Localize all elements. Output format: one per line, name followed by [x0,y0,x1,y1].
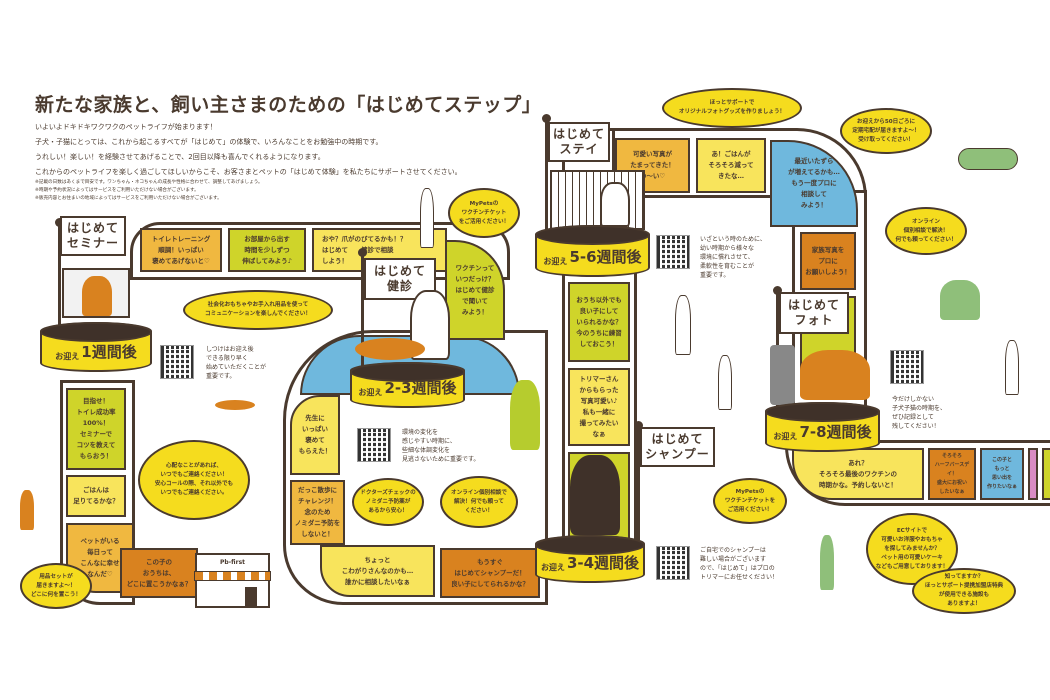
person-with-dog-figure [675,295,691,355]
podium-timing: 7-8週間後 [799,423,872,441]
speech-bubble: オンライン個別相談で 解決！何でも頼って ください！ [440,476,518,528]
footnote: ※販売内容とお住まいの地域によってはサービスをご利用いただけない場合がございます… [35,196,222,201]
speech-bubble: 知ってますか？ ほっとサポート提携加盟店特典 が使用できる施設も ありますよ！ [912,568,1016,614]
person-figure [20,490,34,530]
qr-code[interactable] [160,345,194,379]
podium-prefix: お迎え [773,432,798,441]
step-tile: ごはんは 足りてるかな？ [66,475,126,517]
step-tile: もうすぐ はじめてシャンプーだ！ 良い子にしてられるかな？ [440,548,540,598]
speech-bubble: 用品セットが 届きますよ〜！ どこに何を置こう！ [20,563,92,609]
podium-prefix: お迎え [55,352,80,361]
cat-illustration [355,338,425,360]
store-awning [194,571,271,581]
step-tile: トリマーさん からもらった 写真可愛い♪ 私も一緒に 撮ってみたい なぁ [568,368,630,446]
step-tile: 先生に いっぱい 褒めて もらえた！ [290,395,340,475]
sign-photo: はじめて フォト [779,292,849,334]
footnote: ※記載の日数はあくまで目安です。ワンちゃん・ネコちゃんの成長や性格に合わせて、調… [35,180,263,185]
qr-code[interactable] [890,350,924,384]
intro-line: これからのペットライフを楽しく過ごしてほしいからこそ、お客さまとペットの「はじめ… [35,168,462,176]
cage-illustration [550,170,645,230]
podium-timing: 3-4週間後 [566,554,640,572]
podium-prefix: お迎え [543,257,568,266]
step-tile: だっこ散歩に チャレンジ！ 念のため ノミダニ予防を しないと！ [290,480,345,545]
qr-caption: いざという時のために、 幼い時期から様々な 環境に慣れさせて、 柔軟性を育むこと… [700,236,766,279]
step-tile: そろそろ ハーフバースデイ！ 盛大にお祝い したいなぁ [928,448,976,500]
step-tile: トイレトレーニング 順調！いっぱい 褒めてあげないと♡ [140,228,222,272]
footnote: ※時期や予約状況によってはサービスをご利用いただけない場合がございます。 [35,188,199,193]
speech-bubble: オンライン 個別相談で解決！ 何でも頼ってください！ [885,207,967,255]
step-tile: この子の おうちは、 どこに置こうかなぁ？ [120,548,198,598]
intro-line: うれしい！楽しい！を経験させてあげることで、2回目以降も喜んでくれるようになりま… [35,153,325,161]
family-figure [800,350,870,400]
page-title: 新たな家族と、飼い主さまのための「はじめてステップ」 [35,94,542,116]
sign-shampoo: はじめて シャンプー [640,427,715,467]
step-tile [1028,448,1038,500]
presenter-figure [82,276,112,316]
qr-caption: 環境の変化を 感じやすい時期に、 些細な体調変化を 見逃さないために重要です。 [402,429,480,463]
speech-bubble: 心配なことがあれば、 いつでもご連絡ください！ 安心コールの際、それ以外でも い… [138,440,250,520]
sign-pole [634,421,643,540]
speech-bubble: MyPetsの ワクチンチケットを ご活用ください！ [713,478,787,524]
sign-pole [55,218,64,332]
podium-timing: 2-3週間後 [384,379,457,397]
speech-bubble: お迎えから50日ごろに 定期宅配が届きますよ〜！ 受け取ってください！ [840,108,932,154]
person-figure [420,188,434,248]
person-with-dog-figure [820,535,834,590]
qr-code[interactable] [357,428,391,462]
speech-bubble: MyPetsの ワクチンチケット をご活用ください！ [448,188,520,238]
speech-bubble: 社会化おもちゃやお手入れ用品を使って コミュニケーションを楽しんでください！ [183,290,333,330]
sign-pole [358,248,367,370]
monitor-illustration [62,268,130,318]
speech-bubble: ほっとサポートで オリジナルフォトグッズを作りましょう！ [662,88,802,128]
step-tile: お部屋から出す 時間を少しずつ 伸ばしてみよう♪ [228,228,306,272]
vet-figure [410,290,450,360]
step-tile: あ！ごはんが そろそろ減って きたな… [696,138,766,193]
table-illustration [958,148,1018,170]
sign-seminar: はじめて セミナー [60,216,126,256]
step-tile: おうち以外でも 良い子にして いられるかな？ 今のうちに練習 しておこう！ [568,282,630,362]
step-tile: ちょっと こわがりさんなのかも… 誰かに相談したいなぁ [320,545,435,597]
person-walking-dog-figure [1005,340,1019,395]
step-tile: この子と もっと 思い出を 作りたいなぁ [980,448,1024,500]
groomer-figure [570,455,620,535]
store-sign: Pb-first [219,559,246,566]
person-lying-figure [215,400,255,410]
family-walking-figure [510,380,540,450]
podium-timing: 1週間後 [81,343,137,361]
person-walking-dog-figure [718,355,732,410]
podium-prefix: お迎え [358,388,383,397]
step-tile: 家族写真を プロに お願いしよう！ [800,232,856,290]
qr-caption: 今だけしかない 子犬子猫の時期を、 ぜひ記録として 残してください！ [892,396,947,430]
step-tile: 目指せ！ トイレ成功率 100%！ セミナーで コツを教えて もらおう！ [66,388,126,470]
sign-stay: はじめて ステイ [548,122,610,162]
podium-prefix: お迎え [540,563,565,572]
speech-bubble: ドクターズチェックの ノミダニ予防薬が あるから安心！ [352,478,424,526]
store-illustration: Pb-first [194,553,271,608]
qr-code[interactable] [656,546,690,580]
podium-timing: 5-6週間後 [569,248,642,266]
sign-pole [542,114,551,233]
desk-worker-figure [940,280,980,320]
step-tile: あれ？ そろそろ最後のワクチンの 時期かな。予約しないと！ [792,448,924,500]
qr-code[interactable] [656,235,690,269]
step-tile [1042,448,1050,500]
dog-figure [600,182,630,227]
qr-caption: しつけはお迎え後 できる限り早く 始めていただくことが 重要です。 [206,346,267,380]
sign-checkup: はじめて 健診 [364,258,436,300]
intro-line: いよいよドキドキワクワクのペットライフが始まります！ [35,123,217,131]
store-door [245,587,257,606]
camera-illustration [770,345,795,405]
intro-line: 子犬・子猫にとっては、これから起こるすべてが「はじめて」の体験で、いろんなことを… [35,138,383,146]
qr-caption: ご自宅でのシャンプーは 難しい場合がございます ので、「はじめて」はプロの トリ… [700,547,779,581]
